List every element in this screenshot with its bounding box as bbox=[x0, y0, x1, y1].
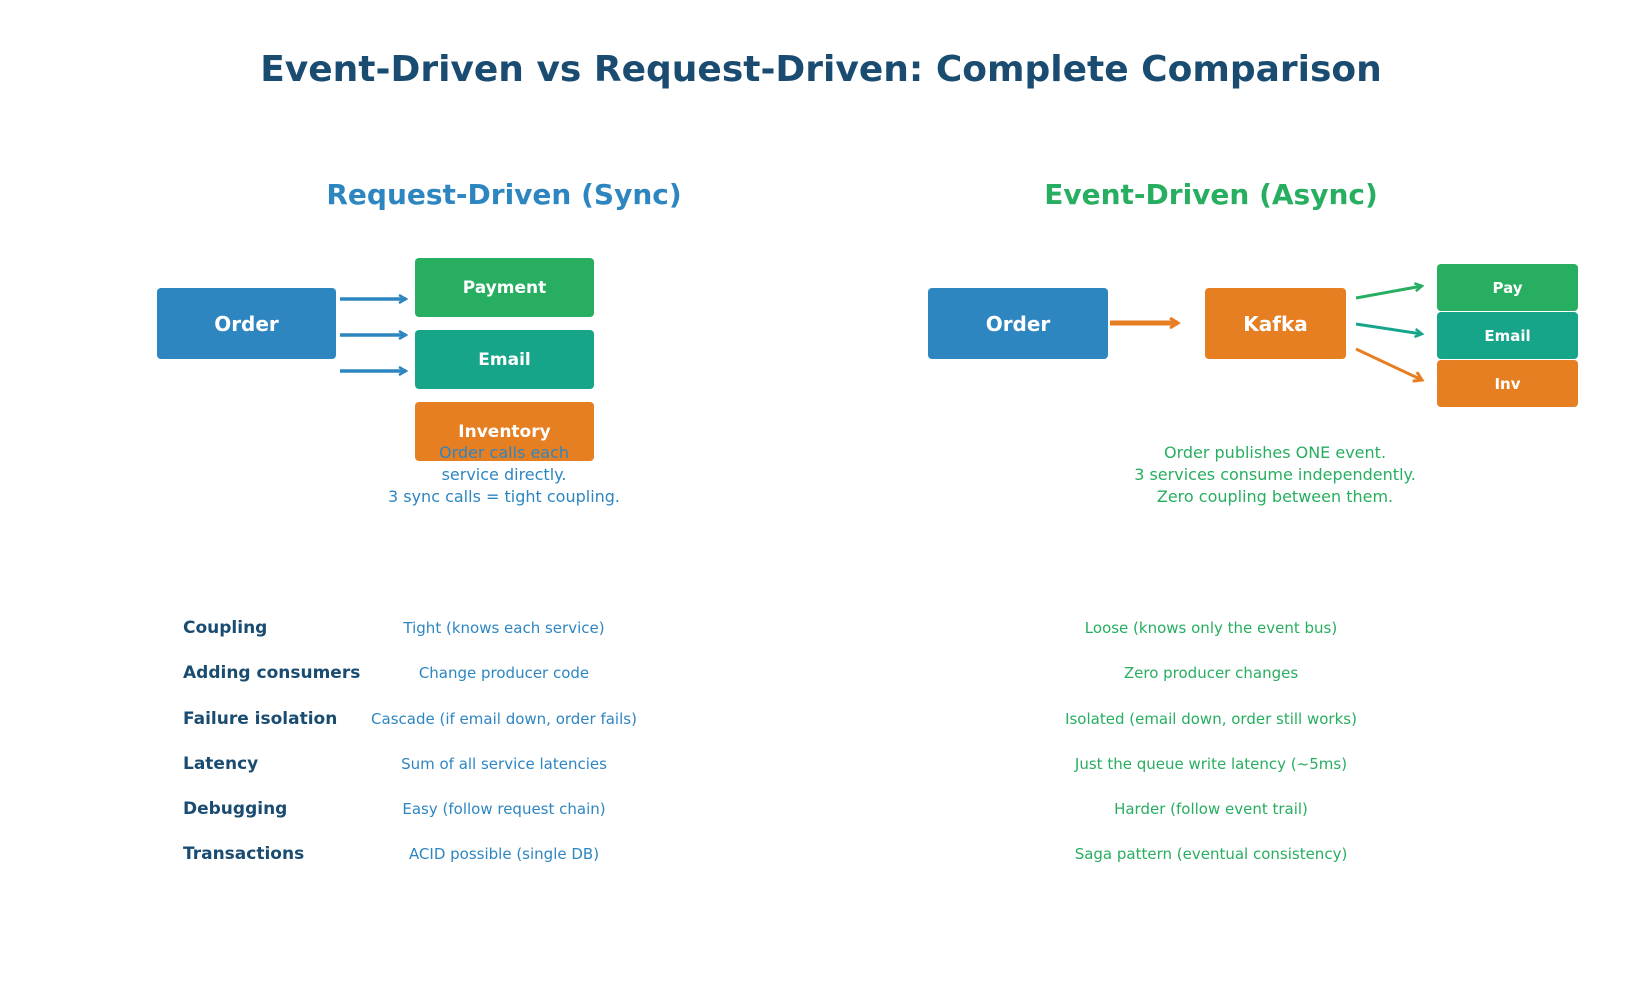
arrow-kafka-to-pay bbox=[1355, 286, 1422, 300]
inventory-service-box: Inventory bbox=[415, 402, 594, 461]
pay-consumer-label: Pay bbox=[1492, 278, 1523, 297]
aspect-label: Adding consumers bbox=[183, 663, 361, 683]
email-consumer-box: Email bbox=[1437, 312, 1578, 359]
arrow-kafka-to-inv bbox=[1355, 347, 1422, 380]
aspect-label: Debugging bbox=[183, 799, 288, 819]
order-box-async-label: Order bbox=[985, 311, 1051, 336]
aspect-label: Transactions bbox=[183, 844, 305, 864]
aspect-label: Coupling bbox=[183, 618, 268, 638]
event-value: Harder (follow event trail) bbox=[1114, 800, 1308, 818]
kafka-broker-box: Kafka bbox=[1205, 288, 1346, 359]
event-driven-caption: Order publishes ONE event. 3 services co… bbox=[1134, 443, 1416, 506]
aspect-label: Latency bbox=[183, 754, 259, 774]
order-box-async: Order bbox=[928, 288, 1108, 359]
inv-consumer-label: Inv bbox=[1494, 374, 1521, 393]
arrow-kafka-to-email bbox=[1355, 322, 1422, 334]
inv-consumer-box: Inv bbox=[1437, 360, 1578, 407]
payment-service-box: Payment bbox=[415, 258, 594, 317]
email-consumer-label: Email bbox=[1484, 326, 1531, 345]
order-box-sync-label: Order bbox=[214, 311, 279, 336]
request-value: Cascade (if email down, order fails) bbox=[371, 710, 637, 728]
request-value: Easy (follow request chain) bbox=[402, 800, 606, 818]
payment-service-label: Payment bbox=[462, 277, 547, 298]
pay-consumer-box: Pay bbox=[1437, 264, 1578, 311]
request-value: Tight (knows each service) bbox=[403, 619, 605, 637]
inventory-service-label: Inventory bbox=[458, 421, 551, 442]
request-driven-heading: Request-Driven (Sync) bbox=[326, 178, 682, 211]
event-driven-heading: Event-Driven (Async) bbox=[1044, 178, 1378, 211]
kafka-broker-label: Kafka bbox=[1243, 311, 1308, 336]
event-value: Isolated (email down, order still works) bbox=[1065, 710, 1357, 728]
order-box-sync: Order bbox=[157, 288, 336, 359]
event-value: Saga pattern (eventual consistency) bbox=[1074, 845, 1348, 863]
event-value: Zero producer changes bbox=[1123, 664, 1299, 682]
request-driven-caption: Order calls each service directly. 3 syn… bbox=[387, 443, 621, 506]
page-title: Event-Driven vs Request-Driven: Complete… bbox=[260, 49, 1382, 90]
request-value: ACID possible (single DB) bbox=[408, 845, 600, 863]
email-service-label: Email bbox=[478, 349, 531, 370]
email-service-box: Email bbox=[415, 330, 594, 389]
event-value: Just the queue write latency (~5ms) bbox=[1074, 755, 1348, 773]
aspect-label: Failure isolation bbox=[183, 709, 338, 729]
request-value: Change producer code bbox=[418, 664, 590, 682]
event-value: Loose (knows only the event bus) bbox=[1084, 619, 1338, 637]
request-value: Sum of all service latencies bbox=[401, 755, 607, 773]
